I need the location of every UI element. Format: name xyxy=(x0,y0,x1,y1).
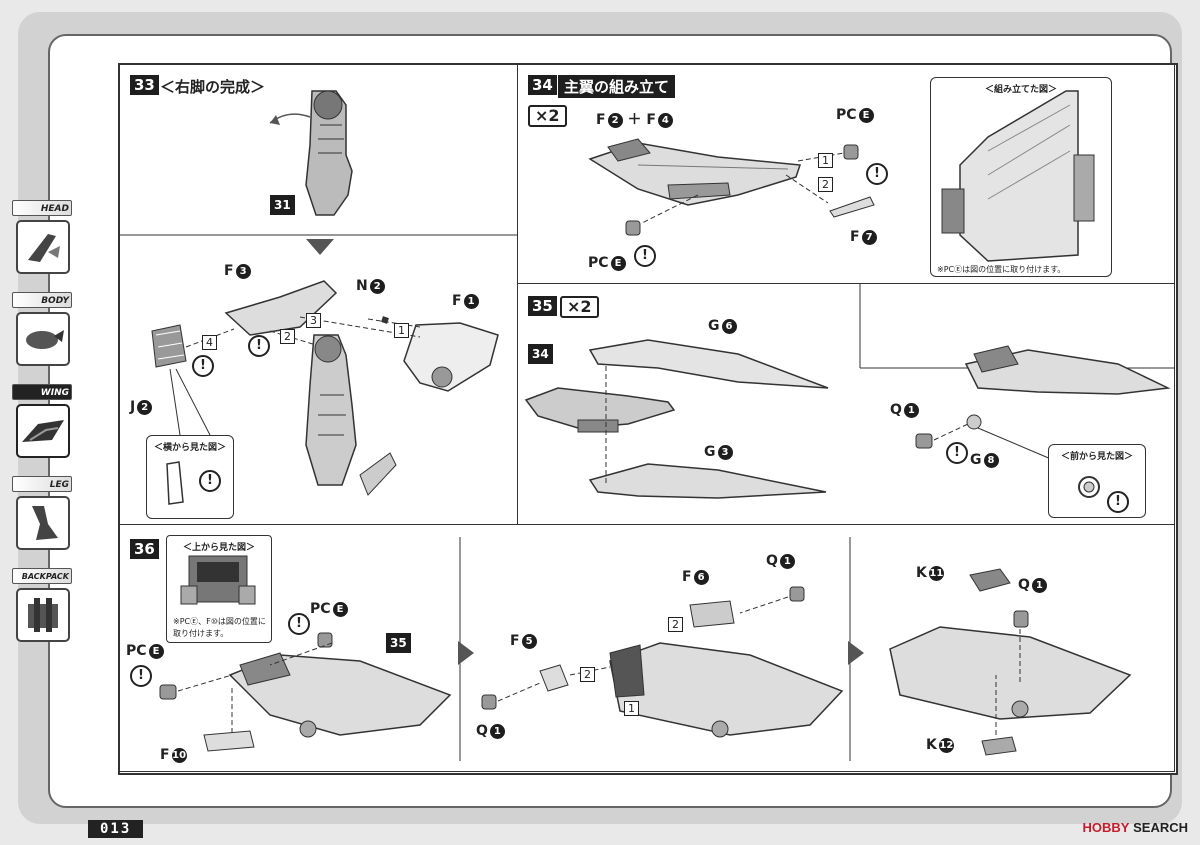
top-view-note-text-2: 取り付けます。 xyxy=(173,629,229,638)
caution-icon: ! xyxy=(199,470,221,492)
step-36-next-arrow-2 xyxy=(848,641,864,665)
top-view-note: ＜上から見た図＞ ※PCⒺ、F⑩は図の位置に 取り付けます。 xyxy=(166,535,272,643)
order-2: 2 xyxy=(280,329,295,344)
step-36-ref-35: 35 xyxy=(386,633,411,653)
order-1: 1 xyxy=(818,153,833,168)
tab-head-label: HEAD xyxy=(12,200,72,216)
caution-icon: ! xyxy=(192,355,214,377)
step-36-drawing xyxy=(159,537,1132,761)
step-36-panel: 36 ＜上から見た図＞ ※PCⒺ、F⑩は図の位置に 取り付けます。 xyxy=(119,524,1175,772)
side-view-note-title: ＜横から見た図＞ xyxy=(153,443,226,453)
caution-icon: ! xyxy=(946,442,968,464)
step-36-number: 36 xyxy=(130,539,159,559)
caution-icon: ! xyxy=(1107,491,1129,513)
order-2: 2 xyxy=(580,667,595,682)
step-33-ref-31: 31 xyxy=(270,195,295,215)
step-34-drawing xyxy=(588,90,1095,262)
step-34-title: 主翼の組み立て xyxy=(558,75,676,98)
front-view-note-title: ＜前から見た図＞ xyxy=(1060,452,1133,462)
order-3: 3 xyxy=(306,313,321,328)
order-2: 2 xyxy=(668,617,683,632)
tab-leg-label: LEG xyxy=(12,476,72,492)
step-33-drawing xyxy=(120,90,518,496)
assembled-view-note-title: ＜組み立てた図＞ xyxy=(984,85,1057,95)
backpack-part-icon xyxy=(16,588,70,642)
caution-icon: ! xyxy=(866,163,888,185)
caution-icon: ! xyxy=(288,613,310,635)
tab-body-label: BODY xyxy=(12,292,72,308)
step-35-drawing xyxy=(524,284,1174,499)
brand-watermark: HOBBY SEARCH xyxy=(1082,820,1188,835)
order-4: 4 xyxy=(202,335,217,350)
quantity-x2: ×2 xyxy=(528,105,567,127)
step-35-ref-34: 34 xyxy=(528,344,553,364)
order-1: 1 xyxy=(394,323,409,338)
wing-part-icon xyxy=(16,404,70,458)
quantity-x2: ×2 xyxy=(560,296,599,318)
front-view-note: ＜前から見た図＞ ! xyxy=(1048,444,1146,518)
assembled-view-note: ＜組み立てた図＞ ※PCⒺは図の位置に取り付けます。 xyxy=(930,77,1112,277)
caution-icon: ! xyxy=(248,335,270,357)
body-part-icon xyxy=(16,312,70,366)
caution-icon: ! xyxy=(634,245,656,267)
step-35-number: 35 xyxy=(528,296,557,316)
tab-wing-label: WING xyxy=(12,384,72,400)
step-34-number: 34 xyxy=(528,75,557,95)
tab-backpack-label: BACKPACK xyxy=(12,568,72,584)
page-number: 013 xyxy=(88,820,144,838)
leg-part-icon xyxy=(16,496,70,550)
caution-icon: ! xyxy=(130,665,152,687)
step-33-title: ＜右脚の完成＞ xyxy=(160,78,266,96)
head-part-icon xyxy=(16,220,70,274)
assembled-view-note-text: ※PCⒺは図の位置に取り付けます。 xyxy=(937,265,1066,274)
top-view-note-title: ＜上から見た図＞ xyxy=(182,543,255,553)
side-view-note: ＜横から見た図＞ ! xyxy=(146,435,234,519)
top-view-note-text-1: ※PCⒺ、F⑩は図の位置に xyxy=(173,617,266,626)
order-2: 2 xyxy=(818,177,833,192)
step-33-down-arrow xyxy=(306,239,334,255)
order-1: 1 xyxy=(624,701,639,716)
step-33-number: 33 xyxy=(130,75,159,95)
step-36-next-arrow-1 xyxy=(458,641,474,665)
